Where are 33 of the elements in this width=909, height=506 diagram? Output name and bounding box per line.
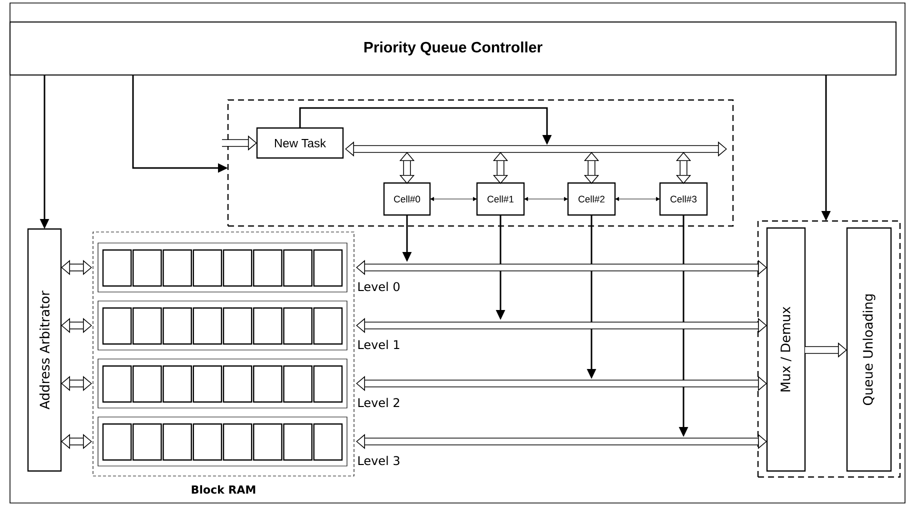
memory-row <box>98 300 348 350</box>
arrow <box>430 196 477 202</box>
memory-block: Block RAM <box>92 232 354 494</box>
memory-row <box>98 242 348 292</box>
module-box: Mux / Demux <box>766 227 806 472</box>
process-box: Cell#0 <box>383 182 431 216</box>
process-box: Cell#3 <box>659 182 708 216</box>
arrow <box>524 196 568 202</box>
memory-row <box>98 358 348 408</box>
double-arrow <box>676 152 692 184</box>
memory-row <box>98 416 348 466</box>
double-arrow <box>61 376 92 392</box>
double-arrow <box>492 152 508 184</box>
controller-box: Priority Queue Controller <box>10 22 897 76</box>
double-arrow <box>61 434 92 450</box>
process-box: New Task <box>256 127 344 159</box>
arrow <box>615 196 660 202</box>
double-arrow <box>61 318 92 334</box>
double-arrow <box>61 260 92 276</box>
process-box: Cell#2 <box>567 182 616 216</box>
module-box: Queue Unloading <box>846 227 892 472</box>
double-arrow <box>584 152 600 184</box>
module-box: Address Arbitrator <box>27 228 62 472</box>
node-label: Block RAM <box>192 485 256 494</box>
level-label: Level 1 <box>358 340 400 350</box>
level-label: Level 0 <box>358 282 400 292</box>
process-box: Cell#1 <box>476 182 525 216</box>
level-label: Level 3 <box>358 456 400 466</box>
dashed-region <box>227 99 734 227</box>
dashed-region <box>757 220 901 478</box>
bus-arrow <box>345 141 727 157</box>
level-label: Level 2 <box>358 398 400 408</box>
double-arrow <box>399 152 415 184</box>
